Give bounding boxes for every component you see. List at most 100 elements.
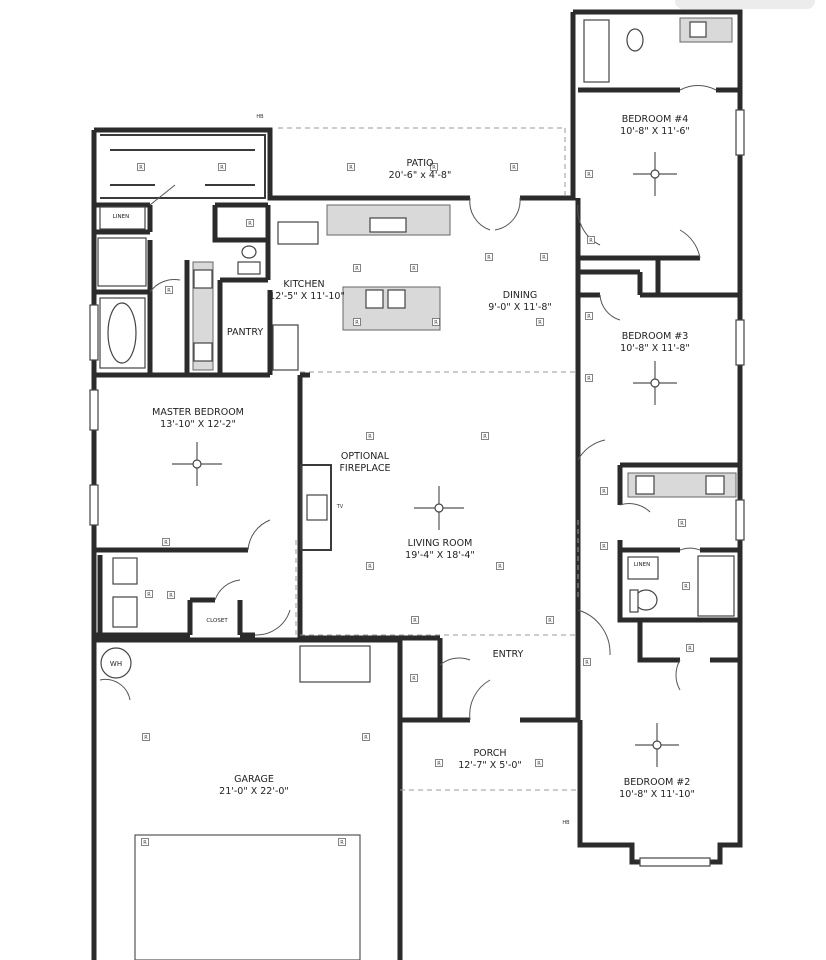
recessed-light-letter: R [368, 434, 372, 440]
recessed-light-marker: R [536, 318, 544, 326]
porch-name: PORCH [473, 748, 506, 759]
window-top-bar [675, 0, 815, 9]
recessed-light-marker: R [686, 644, 694, 652]
patio-outline [278, 127, 579, 791]
recessed-light-marker: R [338, 838, 346, 846]
recessed-light-marker: R [246, 219, 254, 227]
recessed-light-letter: R [538, 320, 542, 326]
recessed-light-letter: R [537, 761, 541, 767]
hose-bib-side-label: HB [562, 820, 570, 826]
water-heater-label: WH [110, 660, 122, 668]
linen-hall-label: LINEN [634, 562, 650, 568]
bedroom4-dims: 10'-8" X 11'-6" [620, 126, 690, 137]
recessed-light-marker: R [678, 519, 686, 527]
dining-dims: 9'-0" X 11'-8" [488, 302, 552, 313]
tv-label: TV [336, 504, 344, 510]
recessed-light-marker: R [587, 236, 595, 244]
fireplace-line1: OPTIONAL [341, 451, 390, 462]
recessed-light-letter: R [248, 221, 252, 227]
recessed-light-letter: R [548, 618, 552, 624]
porch-dims: 12'-7" X 5'-0" [458, 760, 522, 771]
kitchen-name: KITCHEN [283, 279, 324, 290]
recessed-light-letter: R [169, 593, 173, 599]
recessed-light-marker: R [410, 264, 418, 272]
bedroom3-name: BEDROOM #3 [622, 331, 689, 342]
recessed-light-letter: R [688, 646, 692, 652]
recessed-light-marker: R [167, 591, 175, 599]
recessed-light-marker: R [432, 318, 440, 326]
patio-dims: 20'-6" x 4'-8" [389, 170, 452, 181]
recessed-light-letter: R [432, 165, 436, 171]
recessed-light-letter: R [587, 172, 591, 178]
ceiling-fans [172, 152, 679, 767]
recessed-light-letter: R [437, 761, 441, 767]
recessed-light-marker: R [682, 582, 690, 590]
living-room-dims: 19'-4" X 18'-4" [405, 550, 475, 561]
doors [99, 84, 717, 721]
recessed-light-letter: R [542, 255, 546, 261]
recessed-light-marker: R [366, 432, 374, 440]
recessed-light-marker: R [496, 562, 504, 570]
recessed-light-marker: R [353, 264, 361, 272]
recessed-light-marker: R [585, 374, 593, 382]
recessed-light-marker: R [137, 163, 145, 171]
recessed-light-marker: R [485, 253, 493, 261]
recessed-light-marker: R [353, 318, 361, 326]
recessed-light-letter: R [364, 735, 368, 741]
recessed-light-letter: R [144, 735, 148, 741]
entry-name: ENTRY [493, 649, 524, 660]
recessed-light-marker: R [347, 163, 355, 171]
recessed-light-letter: R [167, 288, 171, 294]
recessed-light-marker: R [535, 759, 543, 767]
recessed-light-letter: R [355, 266, 359, 272]
recessed-light-marker: R [600, 487, 608, 495]
recessed-light-letter: R [143, 840, 147, 846]
bedroom4-name: BEDROOM #4 [622, 114, 689, 125]
patio-name: PATIO [407, 158, 434, 169]
recessed-light-marker: R [362, 733, 370, 741]
recessed-light-marker: R [165, 286, 173, 294]
recessed-light-marker: R [162, 538, 170, 546]
kitchen-dims: 12'-5" X 11'-10" [269, 291, 345, 302]
recessed-light-marker: R [583, 658, 591, 666]
recessed-light-marker: R [435, 759, 443, 767]
recessed-light-marker: R [546, 616, 554, 624]
recessed-light-marker: R [142, 733, 150, 741]
recessed-light-marker: R [481, 432, 489, 440]
recessed-light-marker: R [366, 562, 374, 570]
recessed-light-letter: R [340, 840, 344, 846]
recessed-light-letter: R [684, 584, 688, 590]
recessed-light-letter: R [368, 564, 372, 570]
recessed-light-marker: R [585, 312, 593, 320]
recessed-light-marker: R [410, 674, 418, 682]
recessed-light-letter: R [587, 314, 591, 320]
bedroom3-dims: 10'-8" X 11'-8" [620, 343, 690, 354]
recessed-light-letter: R [680, 521, 684, 527]
recessed-light-letter: R [434, 320, 438, 326]
recessed-light-marker: R [430, 163, 438, 171]
recessed-light-letter: R [412, 266, 416, 272]
recessed-light-letter: R [147, 592, 151, 598]
recessed-light-letter: R [220, 165, 224, 171]
dining-name: DINING [503, 290, 538, 301]
hose-bib-top-label: HB [256, 114, 264, 120]
recessed-light-marker: R [510, 163, 518, 171]
recessed-light-letter: R [498, 564, 502, 570]
fireplace-line2: FIREPLACE [339, 463, 390, 474]
recessed-light-letter: R [483, 434, 487, 440]
recessed-light-marker: R [145, 590, 153, 598]
small-labels: LINEN LINEN CLOSET WH HB HB TV [110, 114, 650, 826]
recessed-light-letter: R [349, 165, 353, 171]
recessed-light-letter: R [602, 489, 606, 495]
interior-walls [94, 87, 740, 720]
linen-master-label: LINEN [113, 214, 129, 220]
pantry-name: PANTRY [227, 327, 264, 338]
recessed-light-letter: R [585, 660, 589, 666]
garage-dims: 21'-0" X 22'-0" [219, 786, 289, 797]
master-bedroom-dims: 13'-10" X 12'-2" [160, 419, 236, 430]
recessed-light-letter: R [487, 255, 491, 261]
recessed-light-letter: R [412, 676, 416, 682]
closet-label: CLOSET [206, 618, 228, 624]
